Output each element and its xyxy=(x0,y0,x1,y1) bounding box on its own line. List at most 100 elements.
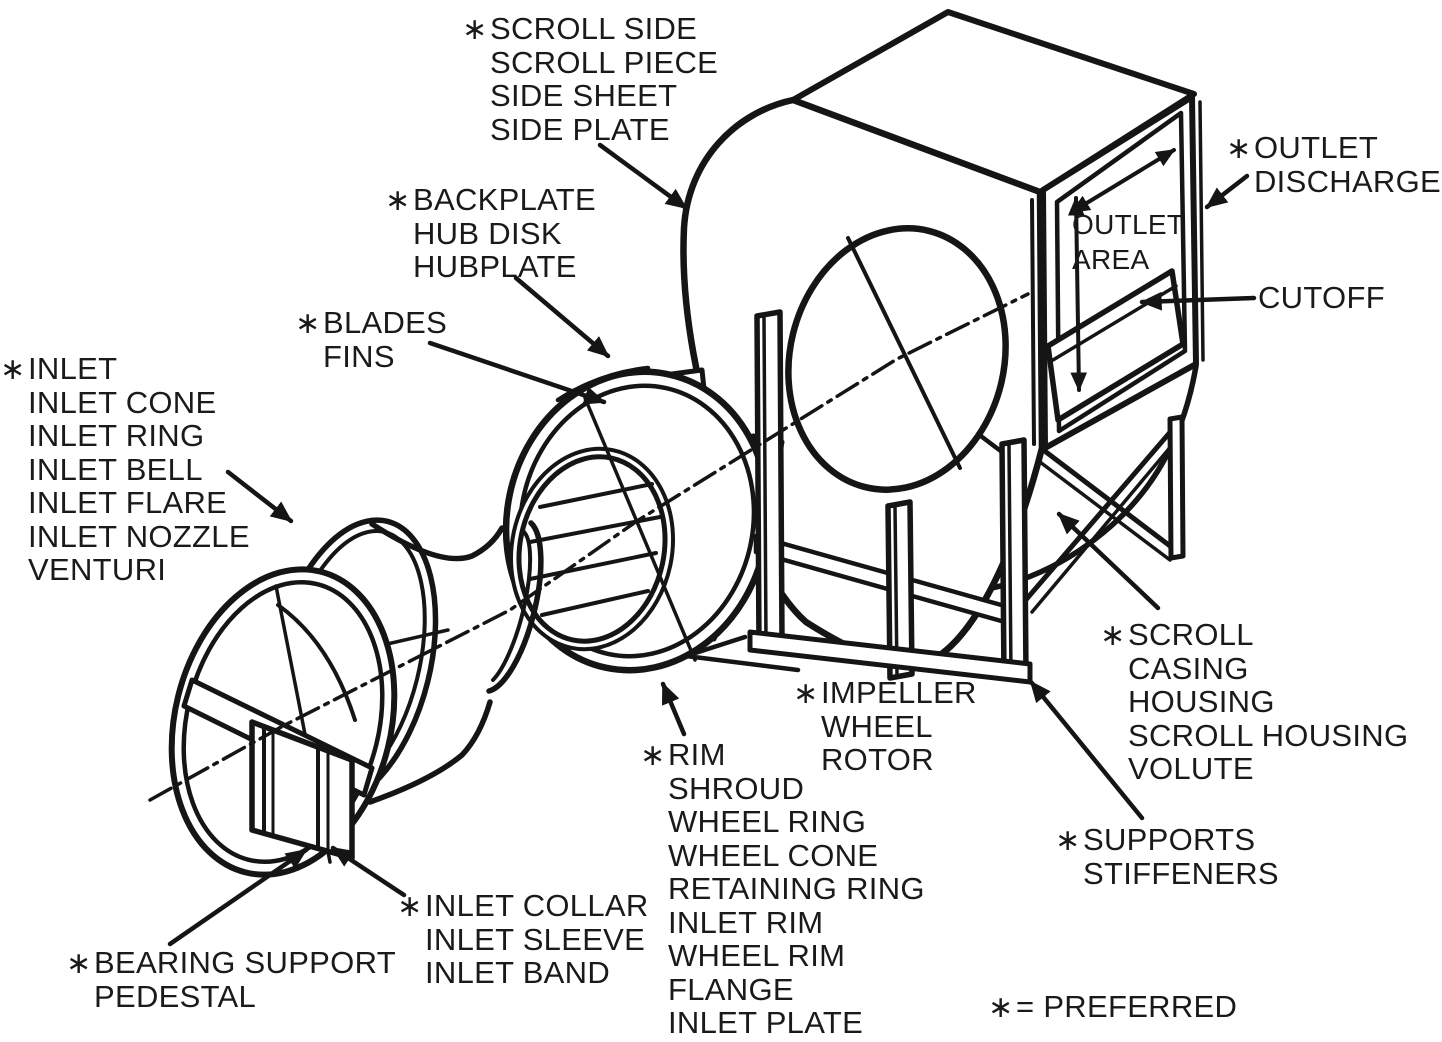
label-line: CASING xyxy=(1128,650,1249,686)
label-line: FINS xyxy=(323,338,395,374)
leader-outlet xyxy=(1204,173,1250,210)
leader-lines xyxy=(167,142,1257,947)
preferred-asterisk: ∗ xyxy=(385,184,411,217)
label-line: WHEEL CONE xyxy=(668,837,879,873)
preferred-asterisk: ∗ xyxy=(66,947,92,980)
label-line: PEDESTAL xyxy=(94,978,257,1014)
label-line: BEARING SUPPORT xyxy=(94,945,396,980)
label-line: INLET FLARE xyxy=(28,485,228,520)
label-line: SIDE PLATE xyxy=(490,111,670,147)
label-line: INLET PLATE xyxy=(668,1005,864,1040)
opening-diameter-line xyxy=(846,236,962,470)
frame-right-brace xyxy=(1043,449,1181,555)
preferred-asterisk: ∗ xyxy=(793,677,819,710)
leader-backplate xyxy=(513,275,611,359)
label-line: INLET xyxy=(28,351,118,386)
label-line: WHEEL RING xyxy=(668,804,867,839)
preferred-asterisk: ∗ xyxy=(0,353,26,386)
label-line: ROTOR xyxy=(821,742,934,777)
label-line: CUTOFF xyxy=(1258,280,1385,315)
frame-right-brace-inner xyxy=(1038,460,1172,562)
frame-post-right-edge xyxy=(1007,443,1013,678)
label-line: SUPPORTS xyxy=(1083,822,1256,857)
label-line: AREA xyxy=(1072,244,1150,275)
bell-top-profile xyxy=(369,521,505,562)
outlet-height-arrow xyxy=(1067,196,1088,392)
label-line: BLADES xyxy=(323,305,448,340)
label-line: BACKPLATE xyxy=(413,182,597,217)
label-line: HOUSING xyxy=(1128,684,1275,719)
label-line: STIFFENERS xyxy=(1083,855,1279,891)
label-line: RETAINING RING xyxy=(668,871,925,906)
outlet-frame-right-edge xyxy=(1198,100,1205,362)
label-inlet: ∗ INLET INLET CONE INLET RING INLET BELL… xyxy=(0,352,250,587)
frame-rear-leg xyxy=(1167,414,1186,561)
label-scroll-casing: ∗ SCROLL CASING HOUSING SCROLL HOUSING V… xyxy=(1100,618,1408,786)
bell-flange-inner xyxy=(491,530,533,682)
casing-front-right-edge-inner xyxy=(1030,198,1036,446)
label-line: INLET BELL xyxy=(28,451,203,487)
legend-preferred: ∗ = PREFERRED xyxy=(988,990,1237,1024)
frame-post-left xyxy=(754,309,785,648)
leader-inlet-collar xyxy=(330,845,407,898)
label-line: VENTURI xyxy=(28,552,167,587)
label-line: IMPELLER xyxy=(821,675,977,710)
side-sheet-opening xyxy=(785,225,1009,493)
wheel-rim-inner xyxy=(517,383,757,659)
label-line: SCROLL xyxy=(1128,617,1254,652)
label-line: SIDE SHEET xyxy=(490,78,678,113)
preferred-asterisk: ∗ xyxy=(1100,619,1126,652)
outlet-width-arrow xyxy=(1070,148,1176,214)
leader-impeller-bracket xyxy=(683,634,801,673)
label-line: DISCHARGE xyxy=(1254,163,1442,199)
label-line: SCROLL SIDE xyxy=(490,11,698,46)
label-cutoff: CUTOFF xyxy=(1258,281,1385,315)
label-line: FLANGE xyxy=(668,971,794,1007)
frame-post-left-edge xyxy=(762,315,768,644)
preferred-asterisk: ∗ xyxy=(1226,132,1252,165)
preferred-asterisk: ∗ xyxy=(640,739,666,772)
label-line: HUB DISK xyxy=(413,215,562,251)
wheel-blade-slats xyxy=(528,482,662,617)
label-line: SCROLL HOUSING xyxy=(1128,717,1409,753)
label-line: WHEEL RIM xyxy=(668,938,846,973)
preferred-asterisk: ∗ xyxy=(397,890,423,923)
pedestal-channels xyxy=(262,725,330,854)
label-blades: ∗ BLADES FINS xyxy=(295,306,447,373)
label-line: INLET RING xyxy=(28,418,205,453)
label-line: HUBPLATE xyxy=(413,249,577,284)
label-bearing-support: ∗ BEARING SUPPORT PEDESTAL xyxy=(66,946,396,1013)
preferred-asterisk: ∗ xyxy=(295,307,321,340)
label-line: SCROLL PIECE xyxy=(490,44,719,80)
label-line: INLET BAND xyxy=(425,955,611,990)
label-line: RIM xyxy=(668,737,726,772)
leader-blades xyxy=(427,340,607,405)
axis-centerline xyxy=(148,292,1030,802)
preferred-asterisk: ∗ xyxy=(1055,824,1081,857)
frame-post-right xyxy=(999,437,1029,681)
wheel-diameter-line xyxy=(583,396,697,662)
backplate-rim-arc xyxy=(555,365,651,403)
label-line: INLET RIM xyxy=(668,904,824,940)
label-line: OUTLET xyxy=(1072,209,1185,240)
label-outlet-area: OUTLET AREA xyxy=(1072,207,1184,277)
label-line: VOLUTE xyxy=(1128,751,1254,786)
leader-scroll-side xyxy=(597,142,689,211)
label-impeller: ∗ IMPELLER WHEEL ROTOR xyxy=(793,676,977,777)
support-frame xyxy=(747,309,1186,685)
label-line: WHEEL xyxy=(821,708,933,744)
leader-supports xyxy=(1028,679,1145,821)
label-line: INLET CONE xyxy=(28,384,217,420)
leader-scroll-casing xyxy=(1056,511,1161,611)
frame-right-rail-inner xyxy=(1030,436,1180,614)
label-line: INLET COLLAR xyxy=(425,888,649,923)
bell-flange-outer xyxy=(486,520,544,694)
label-line: INLET NOZZLE xyxy=(28,518,250,554)
label-line: SHROUD xyxy=(668,770,805,806)
label-supports: ∗ SUPPORTS STIFFENERS xyxy=(1055,823,1279,890)
legend-text: = PREFERRED xyxy=(1016,989,1238,1024)
label-scroll-side: ∗ SCROLL SIDE SCROLL PIECE SIDE SHEET SI… xyxy=(462,12,718,146)
label-inlet-collar: ∗ INLET COLLAR INLET SLEEVE INLET BAND xyxy=(397,889,649,990)
